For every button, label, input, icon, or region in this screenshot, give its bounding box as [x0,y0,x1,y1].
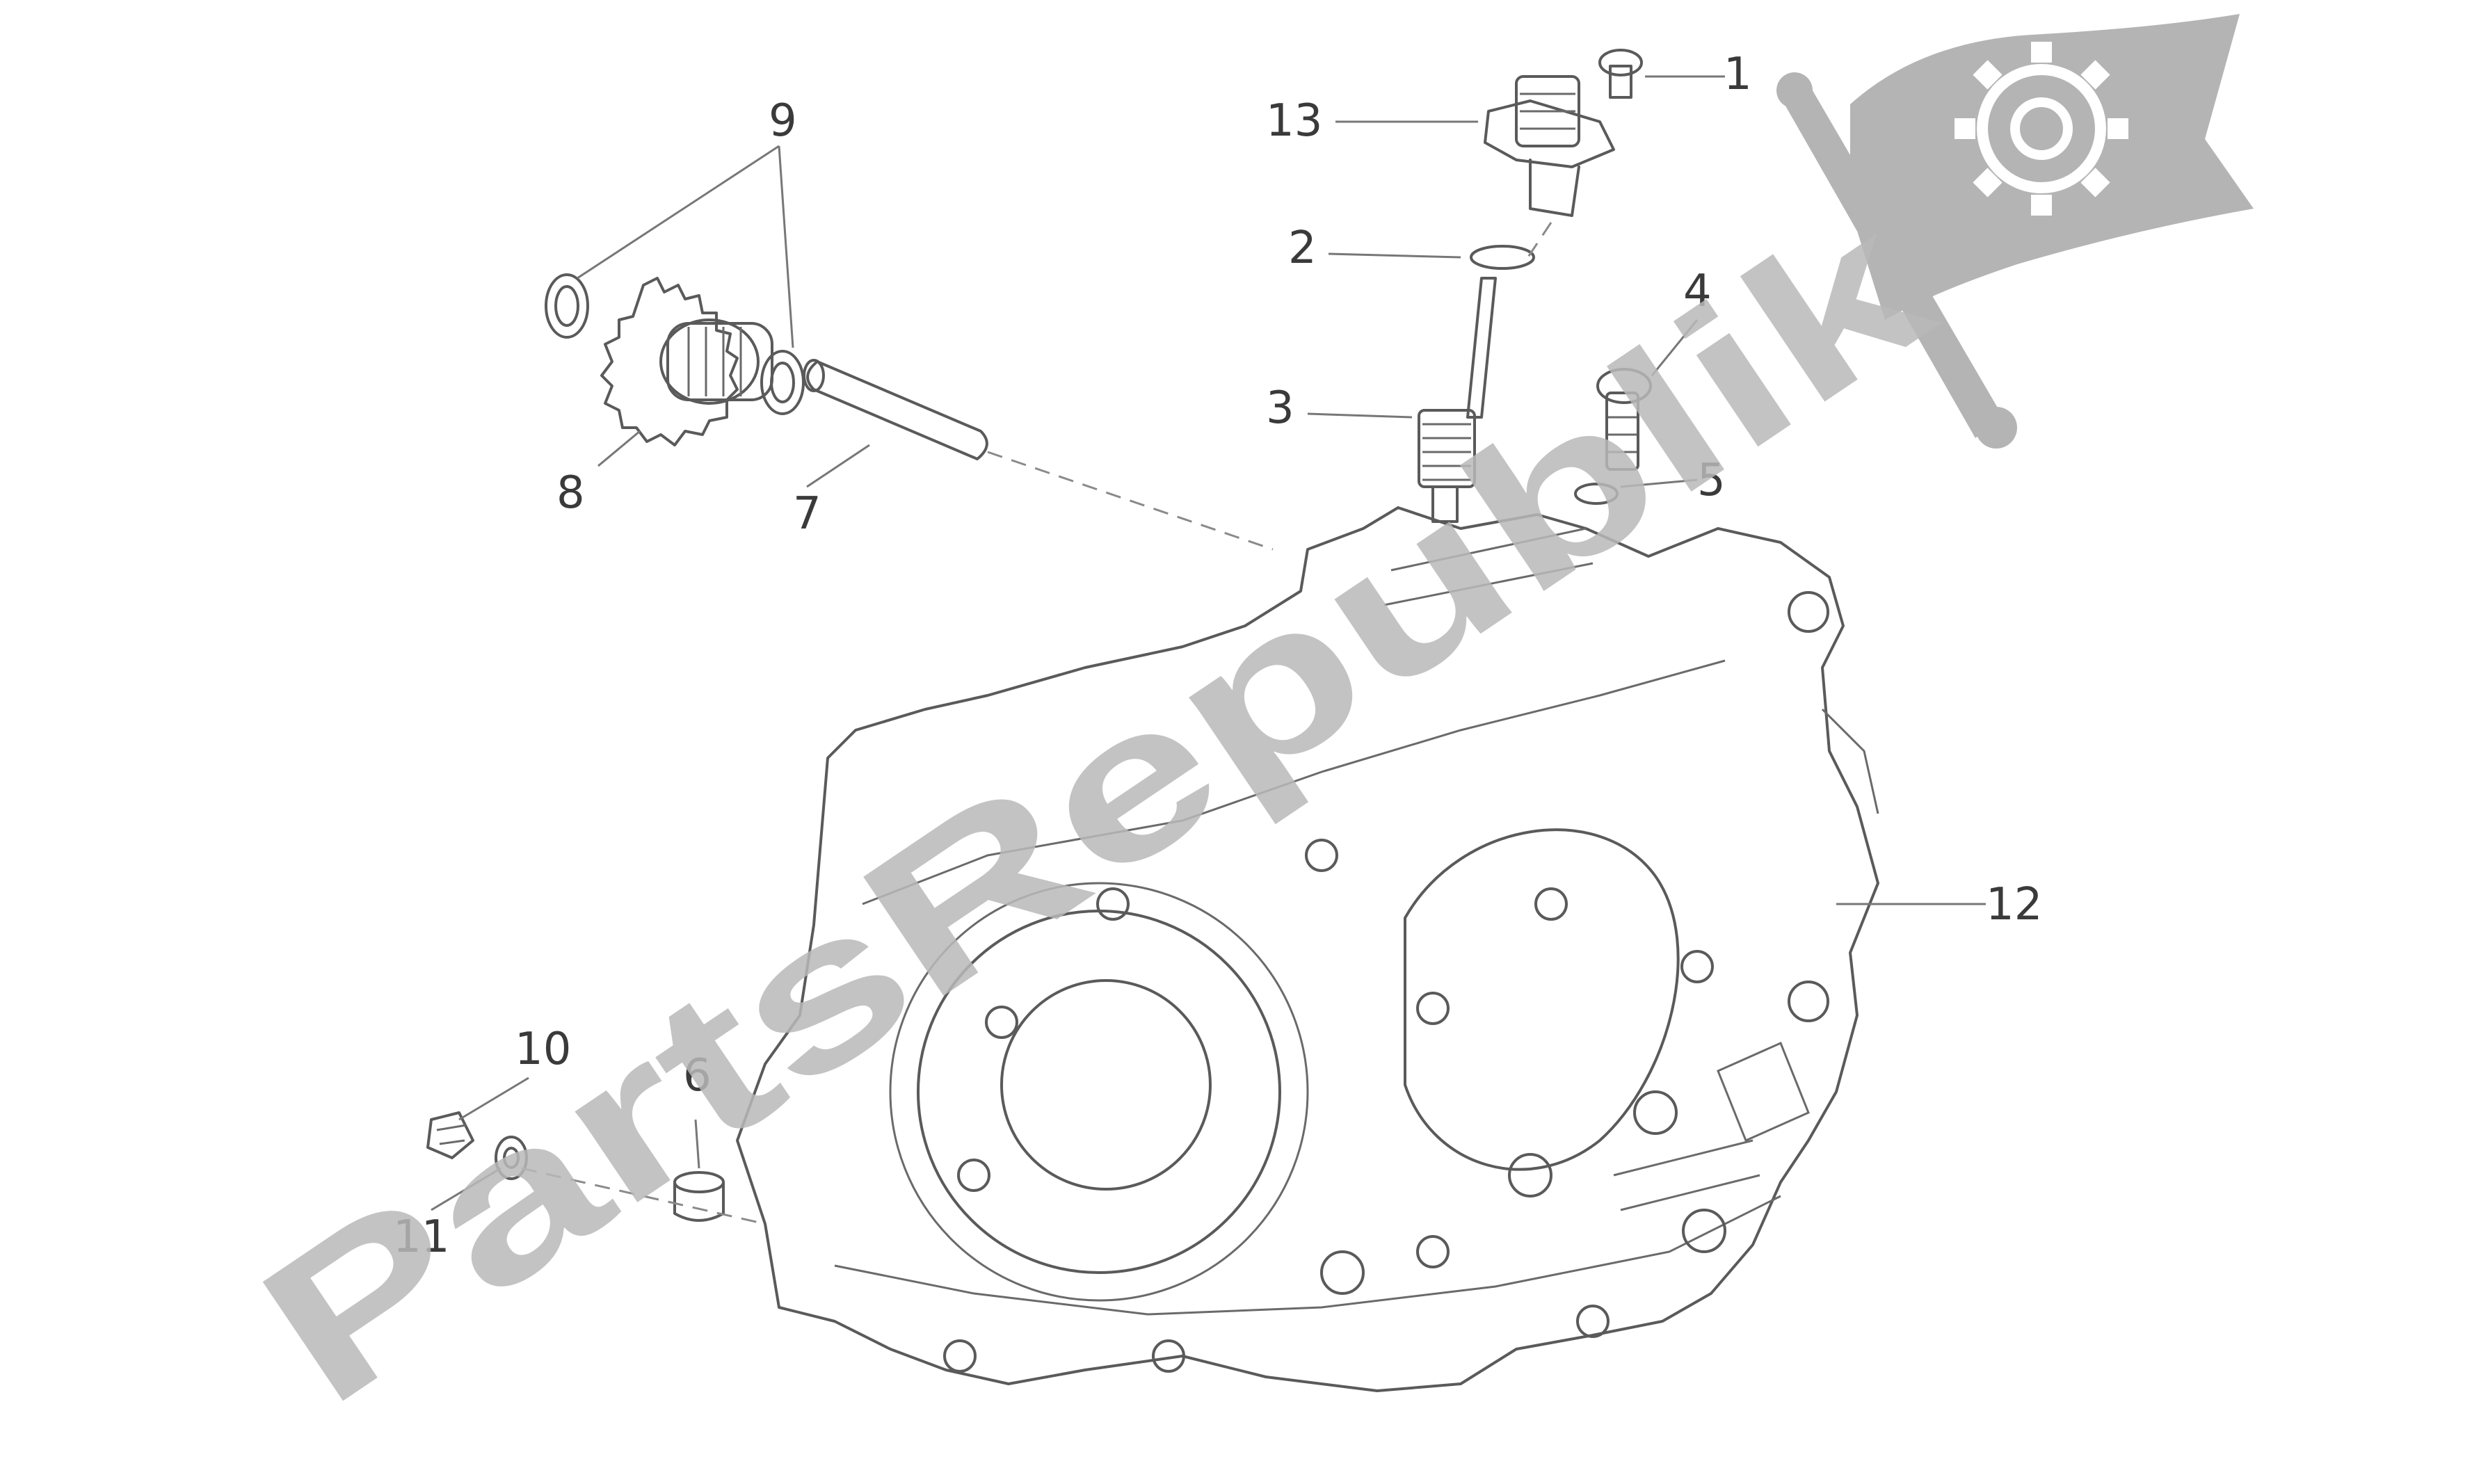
callout-13: 13 [1266,95,1322,147]
bolt [1596,368,1652,471]
callout-2: 2 [1288,223,1317,274]
crankcase-half [736,506,1879,1392]
callout-labels: 1 2 3 4 5 6 7 8 9 10 11 12 13 [393,49,2042,1263]
callout-6: 6 [683,1050,712,1102]
callout-3: 3 [1266,382,1294,434]
watermark-text: PartsRepublik [221,165,1968,1449]
callout-12: 12 [1986,879,2042,930]
sensor-housing [1484,75,1615,217]
callout-4: 4 [1683,266,1712,317]
callout-10: 10 [515,1024,571,1075]
callout-5: 5 [1697,455,1726,506]
alignment-line-screw [521,1167,766,1225]
shaft [803,359,988,460]
callout-8: 8 [556,467,585,519]
alignment-line-sensor [1522,222,1552,265]
gear-icon [1955,42,2128,216]
screw [1598,49,1643,99]
driven-gear [1418,277,1497,523]
leader-lines [431,75,1986,1211]
drain-screw [426,1111,474,1159]
watermark: PartsRepublik [221,14,2254,1449]
callout-1: 1 [1724,49,1752,100]
sealing-washer [495,1136,528,1180]
callout-7: 7 [793,488,821,540]
washer [1574,483,1619,505]
watermark-flag-logo [1776,14,2254,449]
alignment-line-shaft [987,451,1274,551]
callout-9: 9 [769,95,797,147]
kickstart-gear [600,277,773,446]
callout-11: 11 [393,1211,449,1263]
o-ring [1470,245,1535,270]
